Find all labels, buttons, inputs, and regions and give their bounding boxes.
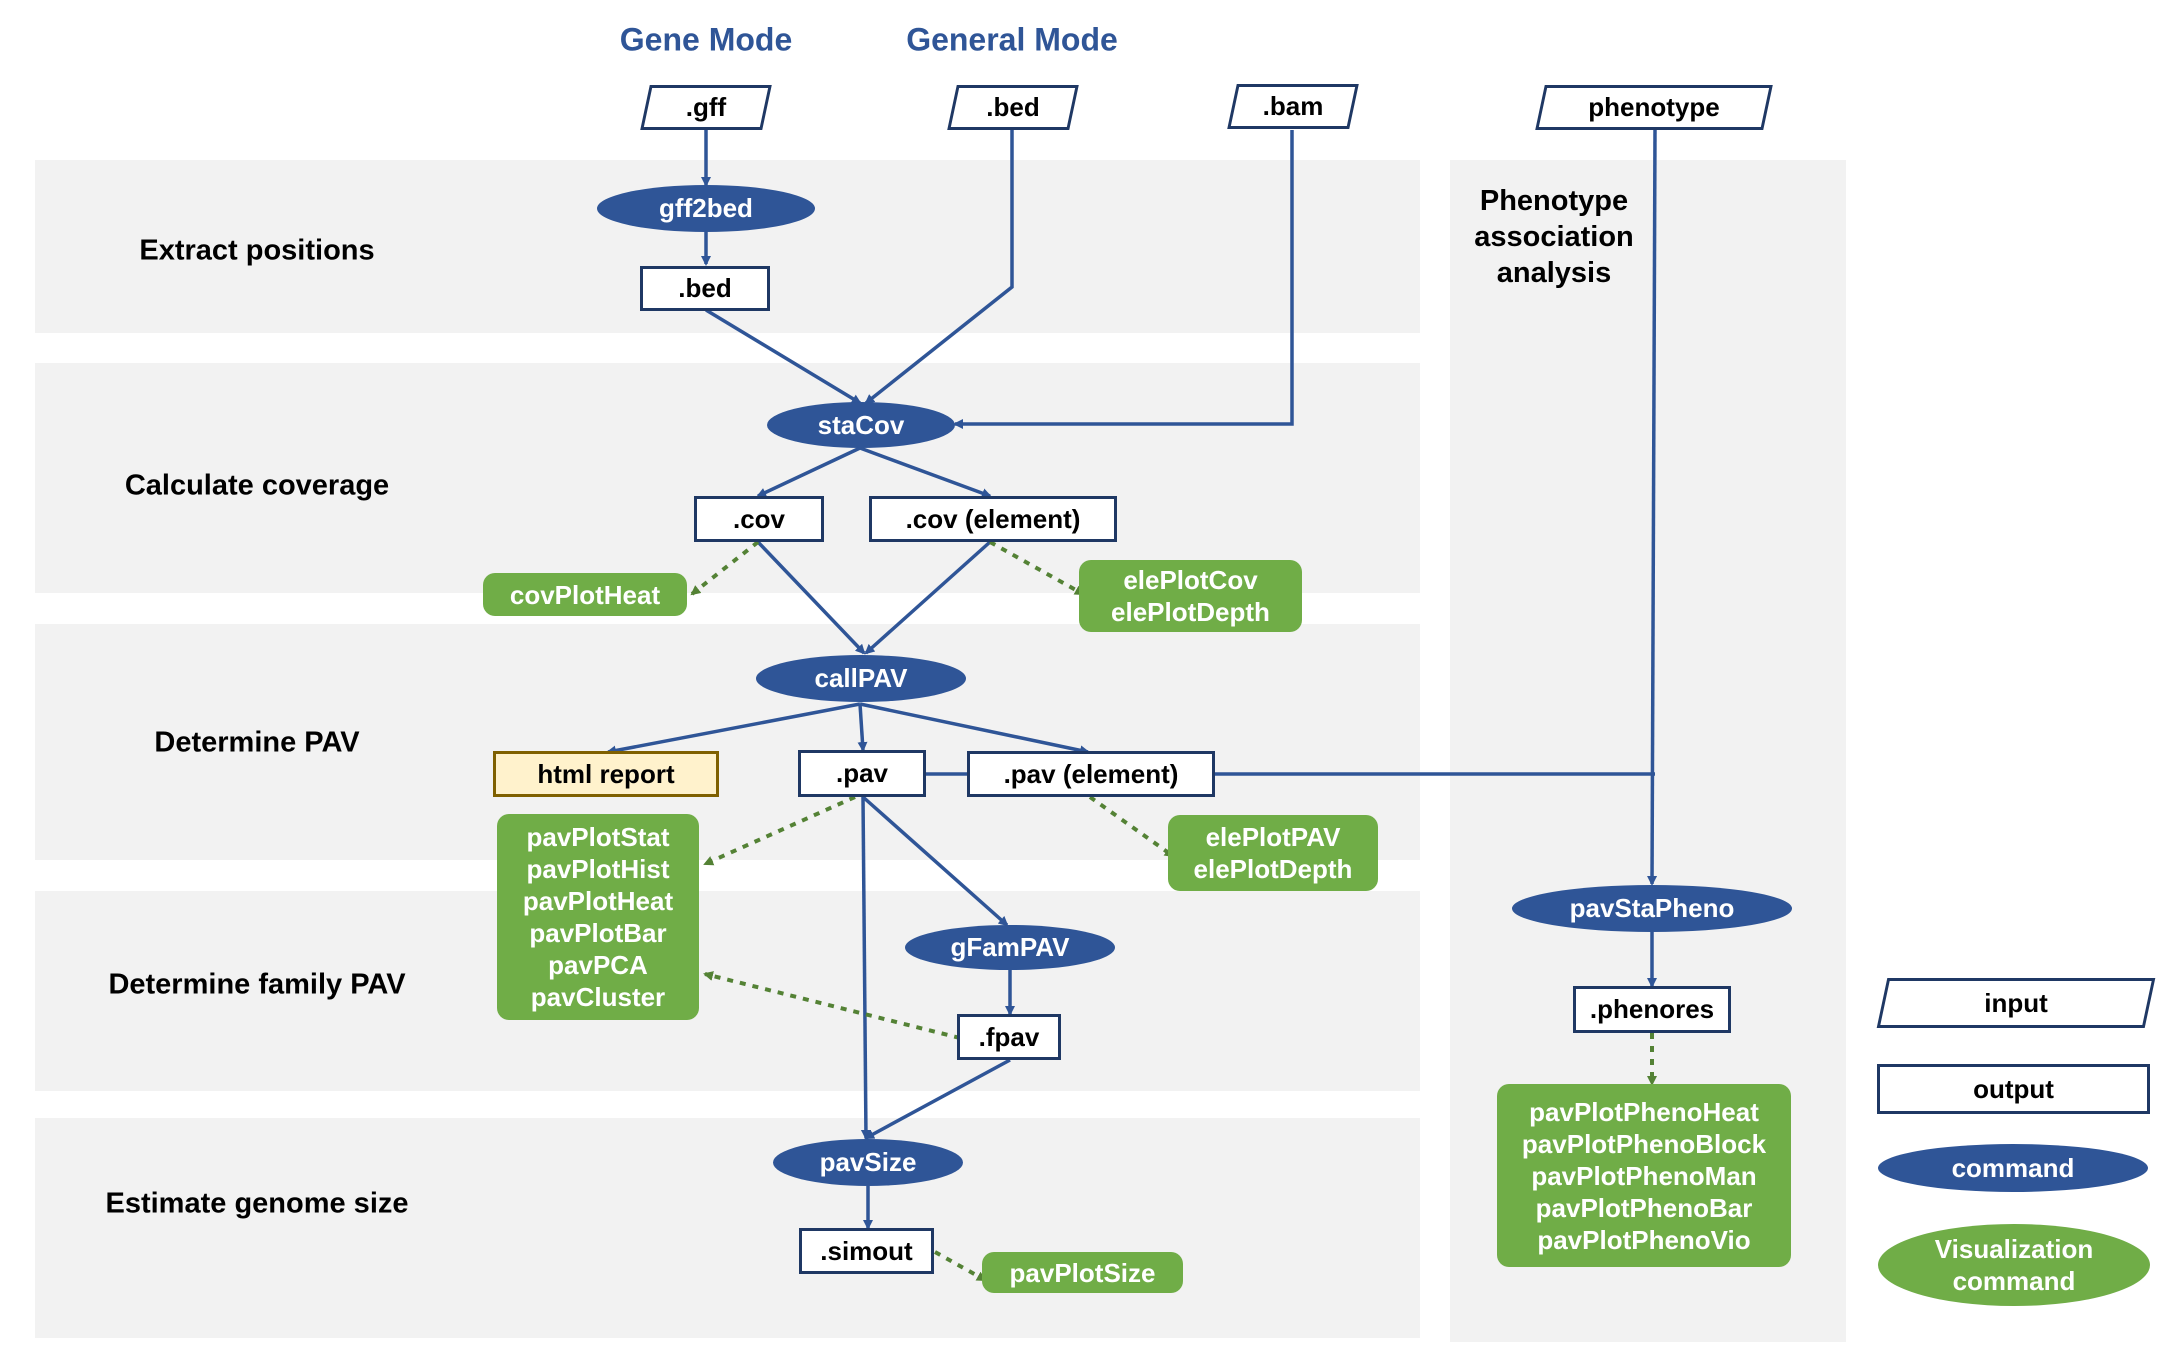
command-gfampav: gFamPAV [905,925,1115,970]
viz-pavplotstat-line: pavPlotStat [526,822,670,852]
stage-label-determine-family-pav: Determine family PAV [108,968,406,1001]
dotted-fpav-to-pavplots [703,971,961,1040]
legend-output: output [1877,1064,2150,1114]
command-callpav: callPAV [756,655,966,702]
input-bed-label: .bed [986,92,1040,122]
edge-cov-element-to-callpav [864,540,992,655]
edge-stacov-to-cov-element [859,446,992,498]
input-bed: .bed [947,85,1079,130]
viz-pavcluster-line: pavCluster [530,982,666,1012]
output-bed: .bed [640,266,770,311]
viz-pavplotbar-line: pavPlotBar [529,918,667,948]
general-mode-title: General Mode [906,21,1118,58]
viz-pavplotheat-line: pavPlotHeat [522,886,674,916]
output-phenores: .phenores [1573,986,1731,1033]
viz-covplotheat-line: covPlotHeat [509,579,661,610]
viz-eleplotdepth2-line: elePlotDepth [1193,854,1353,884]
command-pavsize: pavSize [773,1139,963,1186]
edge-bed-to-stacov [705,308,862,405]
edge-bam-to-stacov [953,130,1294,429]
edge-fpav-to-pavsize [864,1058,1011,1140]
command-gff2bed: gff2bed [597,185,815,232]
input-bam: .bam [1227,84,1359,129]
viz-eleplotcov-line: elePlotCov [1123,565,1258,595]
output-simout: .simout [799,1228,934,1274]
legend-visualization-line2: command [1952,1266,2076,1296]
output-fpav: .fpav [957,1014,1061,1060]
stage-label-extract-positions: Extract positions [139,234,375,267]
command-stacov: staCov [767,402,955,448]
band-estimate-genome-size [35,1118,1420,1338]
legend-visualization-command: Visualization command [1878,1224,2150,1306]
input-gff-label: .gff [685,92,727,122]
viz-covplotheat: covPlotHeat [483,573,687,616]
viz-eleplotcov-group: elePlotCov elePlotDepth [1079,560,1302,632]
input-bam-label: .bam [1262,91,1324,121]
dotted-pav-element-to-eleplotpav [1088,795,1175,858]
output-cov: .cov [694,496,824,542]
dotted-cov-element-to-eleplotcov [989,540,1085,596]
viz-pavplothist-line: pavPlotHist [526,854,670,884]
legend-command: command [1878,1144,2148,1192]
viz-pavplotphenovio-line: pavPlotPhenoVio [1537,1224,1751,1255]
band-calculate-coverage [35,363,1420,593]
edge-pav-to-gfampav [861,795,1009,927]
stage-label-estimate-genome-size: Estimate genome size [105,1187,409,1220]
viz-pavplotphenobar-line: pavPlotPhenoBar [1535,1192,1753,1223]
dotted-pav-to-pavplots [703,795,856,866]
edge-callpav-to-pav [857,703,868,752]
stage-label-calculate-coverage: Calculate coverage [124,469,390,502]
input-phenotype-label: phenotype [1588,92,1720,122]
edge-stacov-to-cov [756,446,861,498]
viz-pavplotsize-line: pavPlotSize [1009,1257,1156,1288]
output-pav: .pav [798,750,926,797]
viz-eleplotdepth-line: elePlotDepth [1111,597,1270,627]
viz-pavplotphenoblock-line: pavPlotPhenoBlock [1521,1128,1767,1159]
output-cov-element: .cov (element) [869,496,1117,542]
viz-pavplotphenoheat-line: pavPlotPhenoHeat [1529,1096,1759,1127]
viz-pavplotsize: pavPlotSize [982,1252,1183,1293]
edge-callpav-to-pav-element [859,702,1090,756]
viz-pheno-plots-group: pavPlotPhenoHeat pavPlotPhenoBlock pavPl… [1497,1084,1791,1267]
output-pav-element: .pav (element) [967,751,1215,797]
band-determine-family-pav [35,891,1420,1091]
command-pavstapheno: pavStaPheno [1512,885,1792,932]
edge-phenotype-to-pavstapheno [1647,129,1658,886]
legend-input: input [1876,978,2156,1028]
legend-input-label: input [1984,987,2048,1018]
stage-label-phenotype-association: Phenotype association analysis [1474,185,1634,289]
edge-pav-to-pavsize [860,796,871,1140]
viz-pavplotphenoman-line: pavPlotPhenoMan [1531,1160,1757,1191]
stage-label-determine-pav: Determine PAV [154,726,360,759]
viz-pav-plots-group: pavPlotStat pavPlotHist pavPlotHeat pavP… [497,814,699,1020]
output-html-report: html report [493,751,719,797]
edge-callpav-to-html-report [606,702,861,756]
dotted-cov-to-covplotheat [690,540,760,596]
input-phenotype: phenotype [1535,85,1773,130]
legend-visualization-line1: Visualization [1934,1234,2094,1264]
edge-input-bed-to-stacov [864,130,1014,405]
viz-eleplotpav-line: elePlotPAV [1205,822,1341,852]
input-gff: .gff [640,85,772,130]
viz-eleplotpav-group: elePlotPAV elePlotDepth [1168,815,1378,891]
gene-mode-title: Gene Mode [619,21,793,58]
edge-cov-to-callpav [756,540,866,655]
dotted-simout-to-pavplotsize [934,1250,987,1282]
viz-pavpca-line: pavPCA [548,950,648,980]
